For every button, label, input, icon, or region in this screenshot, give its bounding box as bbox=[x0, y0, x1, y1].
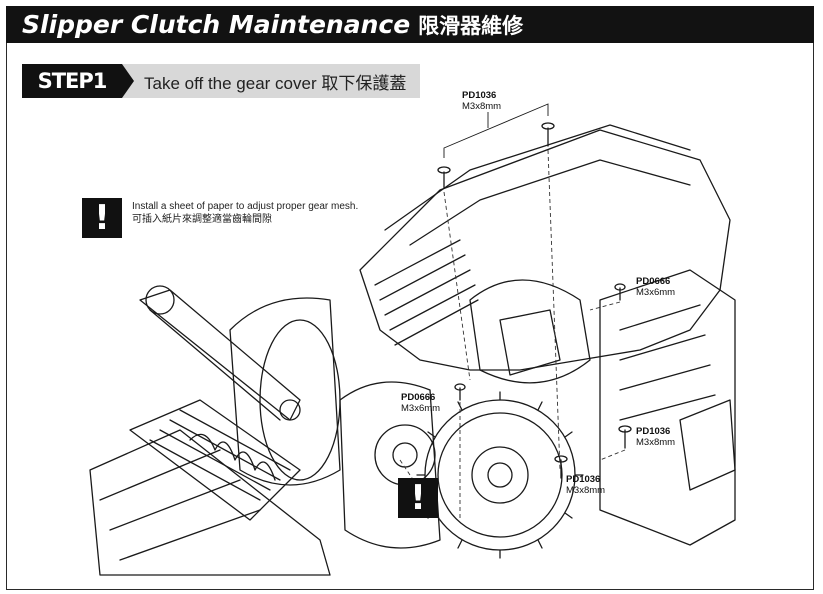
gear-cover-top bbox=[384, 124, 691, 231]
cover-fins bbox=[374, 239, 479, 346]
callout-lower-right: PD1036 M3x8mm bbox=[636, 426, 675, 448]
warning-box-gear: ! bbox=[398, 478, 438, 518]
callout-part-number: PD0666 bbox=[401, 392, 436, 403]
callout-right-mid: PD0666 M3x6mm bbox=[636, 276, 675, 298]
motor-mount bbox=[339, 381, 441, 549]
callout-size: M3x6mm bbox=[401, 403, 441, 414]
gear-cover-outline bbox=[359, 129, 731, 371]
callout-size: M3x8mm bbox=[566, 485, 606, 496]
step-badge: STEP1 bbox=[22, 64, 122, 98]
right-chassis bbox=[599, 269, 736, 546]
spur-gear bbox=[424, 399, 576, 551]
screw-left-mid bbox=[454, 383, 466, 401]
step-instruction: Take off the gear cover 取下保護蓋 bbox=[144, 73, 407, 93]
clutch-hub-cover bbox=[469, 279, 591, 384]
title-bar: Slipper Clutch Maintenance 限滑器維修 bbox=[6, 6, 814, 43]
lower-frame bbox=[89, 429, 331, 576]
screw-right-mid bbox=[614, 283, 626, 301]
callout-part-number: PD1036 bbox=[636, 426, 671, 437]
callout-left-mid: PD0666 M3x6mm bbox=[401, 392, 440, 414]
page-title-chinese: 限滑器維修 bbox=[418, 13, 524, 38]
screw-top-right bbox=[541, 122, 555, 147]
pinion-gear bbox=[374, 424, 436, 486]
screw-lower-right bbox=[618, 425, 632, 449]
callout-part-number: PD1036 bbox=[566, 474, 601, 485]
callout-size: M3x6mm bbox=[636, 287, 676, 298]
shock-tower bbox=[139, 289, 301, 421]
callout-size: M3x8mm bbox=[462, 101, 502, 112]
exclamation-icon: ! bbox=[94, 198, 110, 238]
warning-note-zh: 可插入紙片來調整適當齒輪間隙 bbox=[132, 214, 272, 225]
motor-can bbox=[229, 297, 341, 486]
callout-part-number: PD1036 bbox=[462, 90, 497, 101]
coil-spring bbox=[189, 433, 276, 481]
exclamation-icon: ! bbox=[410, 478, 426, 518]
warning-box: ! bbox=[82, 198, 122, 238]
step-banner: STEP1 Take off the gear cover 取下保護蓋 bbox=[22, 64, 420, 98]
callout-size: M3x8mm bbox=[636, 437, 676, 448]
warning-note-en: Install a sheet of paper to adjust prope… bbox=[132, 201, 359, 212]
callout-lower: PD1036 M3x8mm bbox=[566, 474, 605, 496]
screw-top-left bbox=[437, 166, 451, 189]
callout-part-number: PD0666 bbox=[636, 276, 671, 287]
warning-note: Install a sheet of paper to adjust prope… bbox=[132, 200, 358, 226]
screw-lower bbox=[554, 455, 568, 479]
page-title: Slipper Clutch Maintenance bbox=[22, 10, 411, 39]
step-arrow-icon bbox=[122, 64, 134, 98]
callout-top: PD1036 M3x8mm bbox=[462, 90, 501, 112]
shock-absorber bbox=[129, 399, 301, 521]
